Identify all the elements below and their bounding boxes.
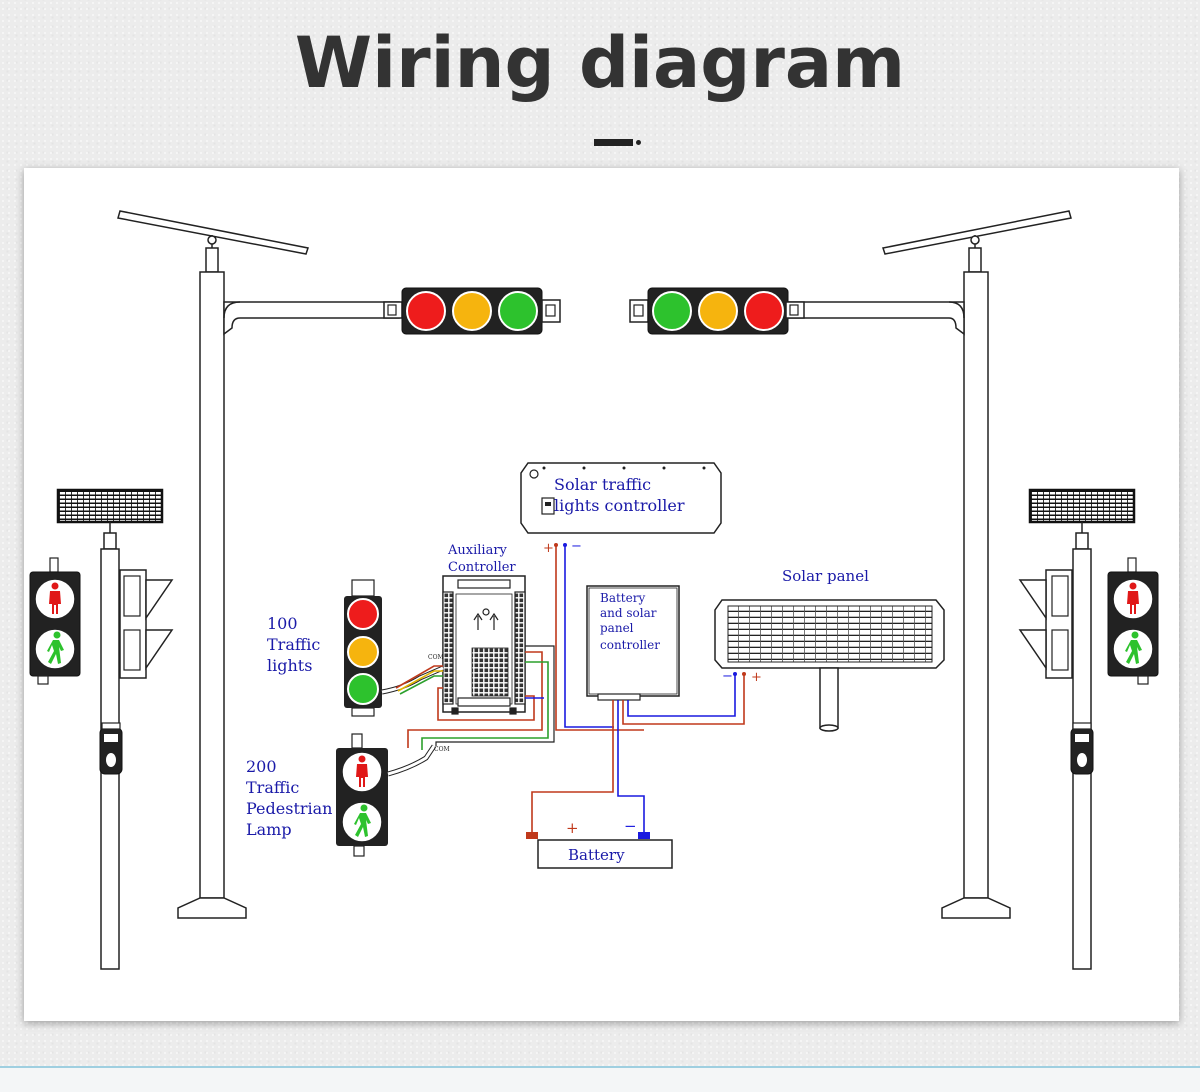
right-pedestrian-pole	[1018, 488, 1159, 970]
solar-traffic-lights-controller: Solar traffic lights controller + −	[520, 462, 722, 556]
panel-minus-label: −	[722, 669, 733, 684]
footer-strip	[0, 1068, 1200, 1092]
ped200-label-4: Lamp	[246, 820, 292, 839]
solar-panel-label: Solar panel	[782, 567, 869, 585]
tl100-label-2: Traffic	[267, 635, 320, 654]
controller-minus-label: −	[571, 539, 582, 554]
tl100-label-1: 100	[267, 614, 298, 633]
left-overhead-traffic-light	[383, 287, 561, 335]
auxiliary-controller	[442, 575, 526, 715]
tl100-label-3: lights	[267, 656, 312, 675]
solar-controller-label-2: lights controller	[554, 496, 685, 515]
com-label-200: COM	[434, 746, 450, 753]
traffic-light-100	[344, 579, 382, 717]
red-pedestrian-icon	[49, 582, 61, 614]
ped200-label-3: Pedestrian	[246, 799, 332, 818]
controller-plus-label: +	[543, 541, 554, 556]
aux-label-2: Controller	[448, 560, 516, 575]
wiring-diagram: Solar traffic lights controller + − Auxi…	[29, 210, 1159, 970]
yellow-light-icon	[452, 291, 492, 331]
wiring-diagram-panel: Solar traffic lights controller + − Auxi…	[24, 168, 1179, 1021]
battery-label: Battery	[568, 846, 625, 864]
pedestrian-lamp-200	[336, 733, 388, 857]
green-light-icon	[498, 291, 538, 331]
left-pedestrian-pole	[29, 488, 174, 970]
ped200-label-2: Traffic	[246, 778, 299, 797]
battery-plus-label: +	[566, 819, 579, 837]
battery-minus-label: −	[624, 817, 637, 835]
footer-divider	[0, 1066, 1200, 1068]
bsp-label-1: Battery	[600, 591, 645, 605]
battery-solar-panel-controller: Battery and solar panel controller	[586, 585, 680, 701]
right-overhead-traffic-light	[629, 287, 805, 335]
com-label-100: COM	[428, 654, 444, 661]
right-signal-pole	[787, 210, 1072, 919]
green-pedestrian-icon	[47, 631, 64, 664]
left-signal-pole	[117, 210, 400, 919]
ped200-label-1: 200	[246, 757, 277, 776]
solar-controller-label-1: Solar traffic	[554, 475, 651, 494]
aux-label-1: Auxiliary	[447, 543, 508, 558]
wires: COM COM	[381, 545, 745, 832]
solar-panel: − +	[714, 599, 945, 732]
bsp-label-4: controller	[600, 638, 660, 652]
title-divider	[594, 139, 641, 147]
red-light-icon	[406, 291, 446, 331]
panel-plus-label: +	[751, 670, 762, 685]
bsp-label-2: and solar	[600, 606, 657, 620]
battery: Battery + −	[526, 817, 673, 869]
page-title: Wiring diagram	[294, 22, 906, 104]
bsp-label-3: panel	[600, 621, 634, 635]
